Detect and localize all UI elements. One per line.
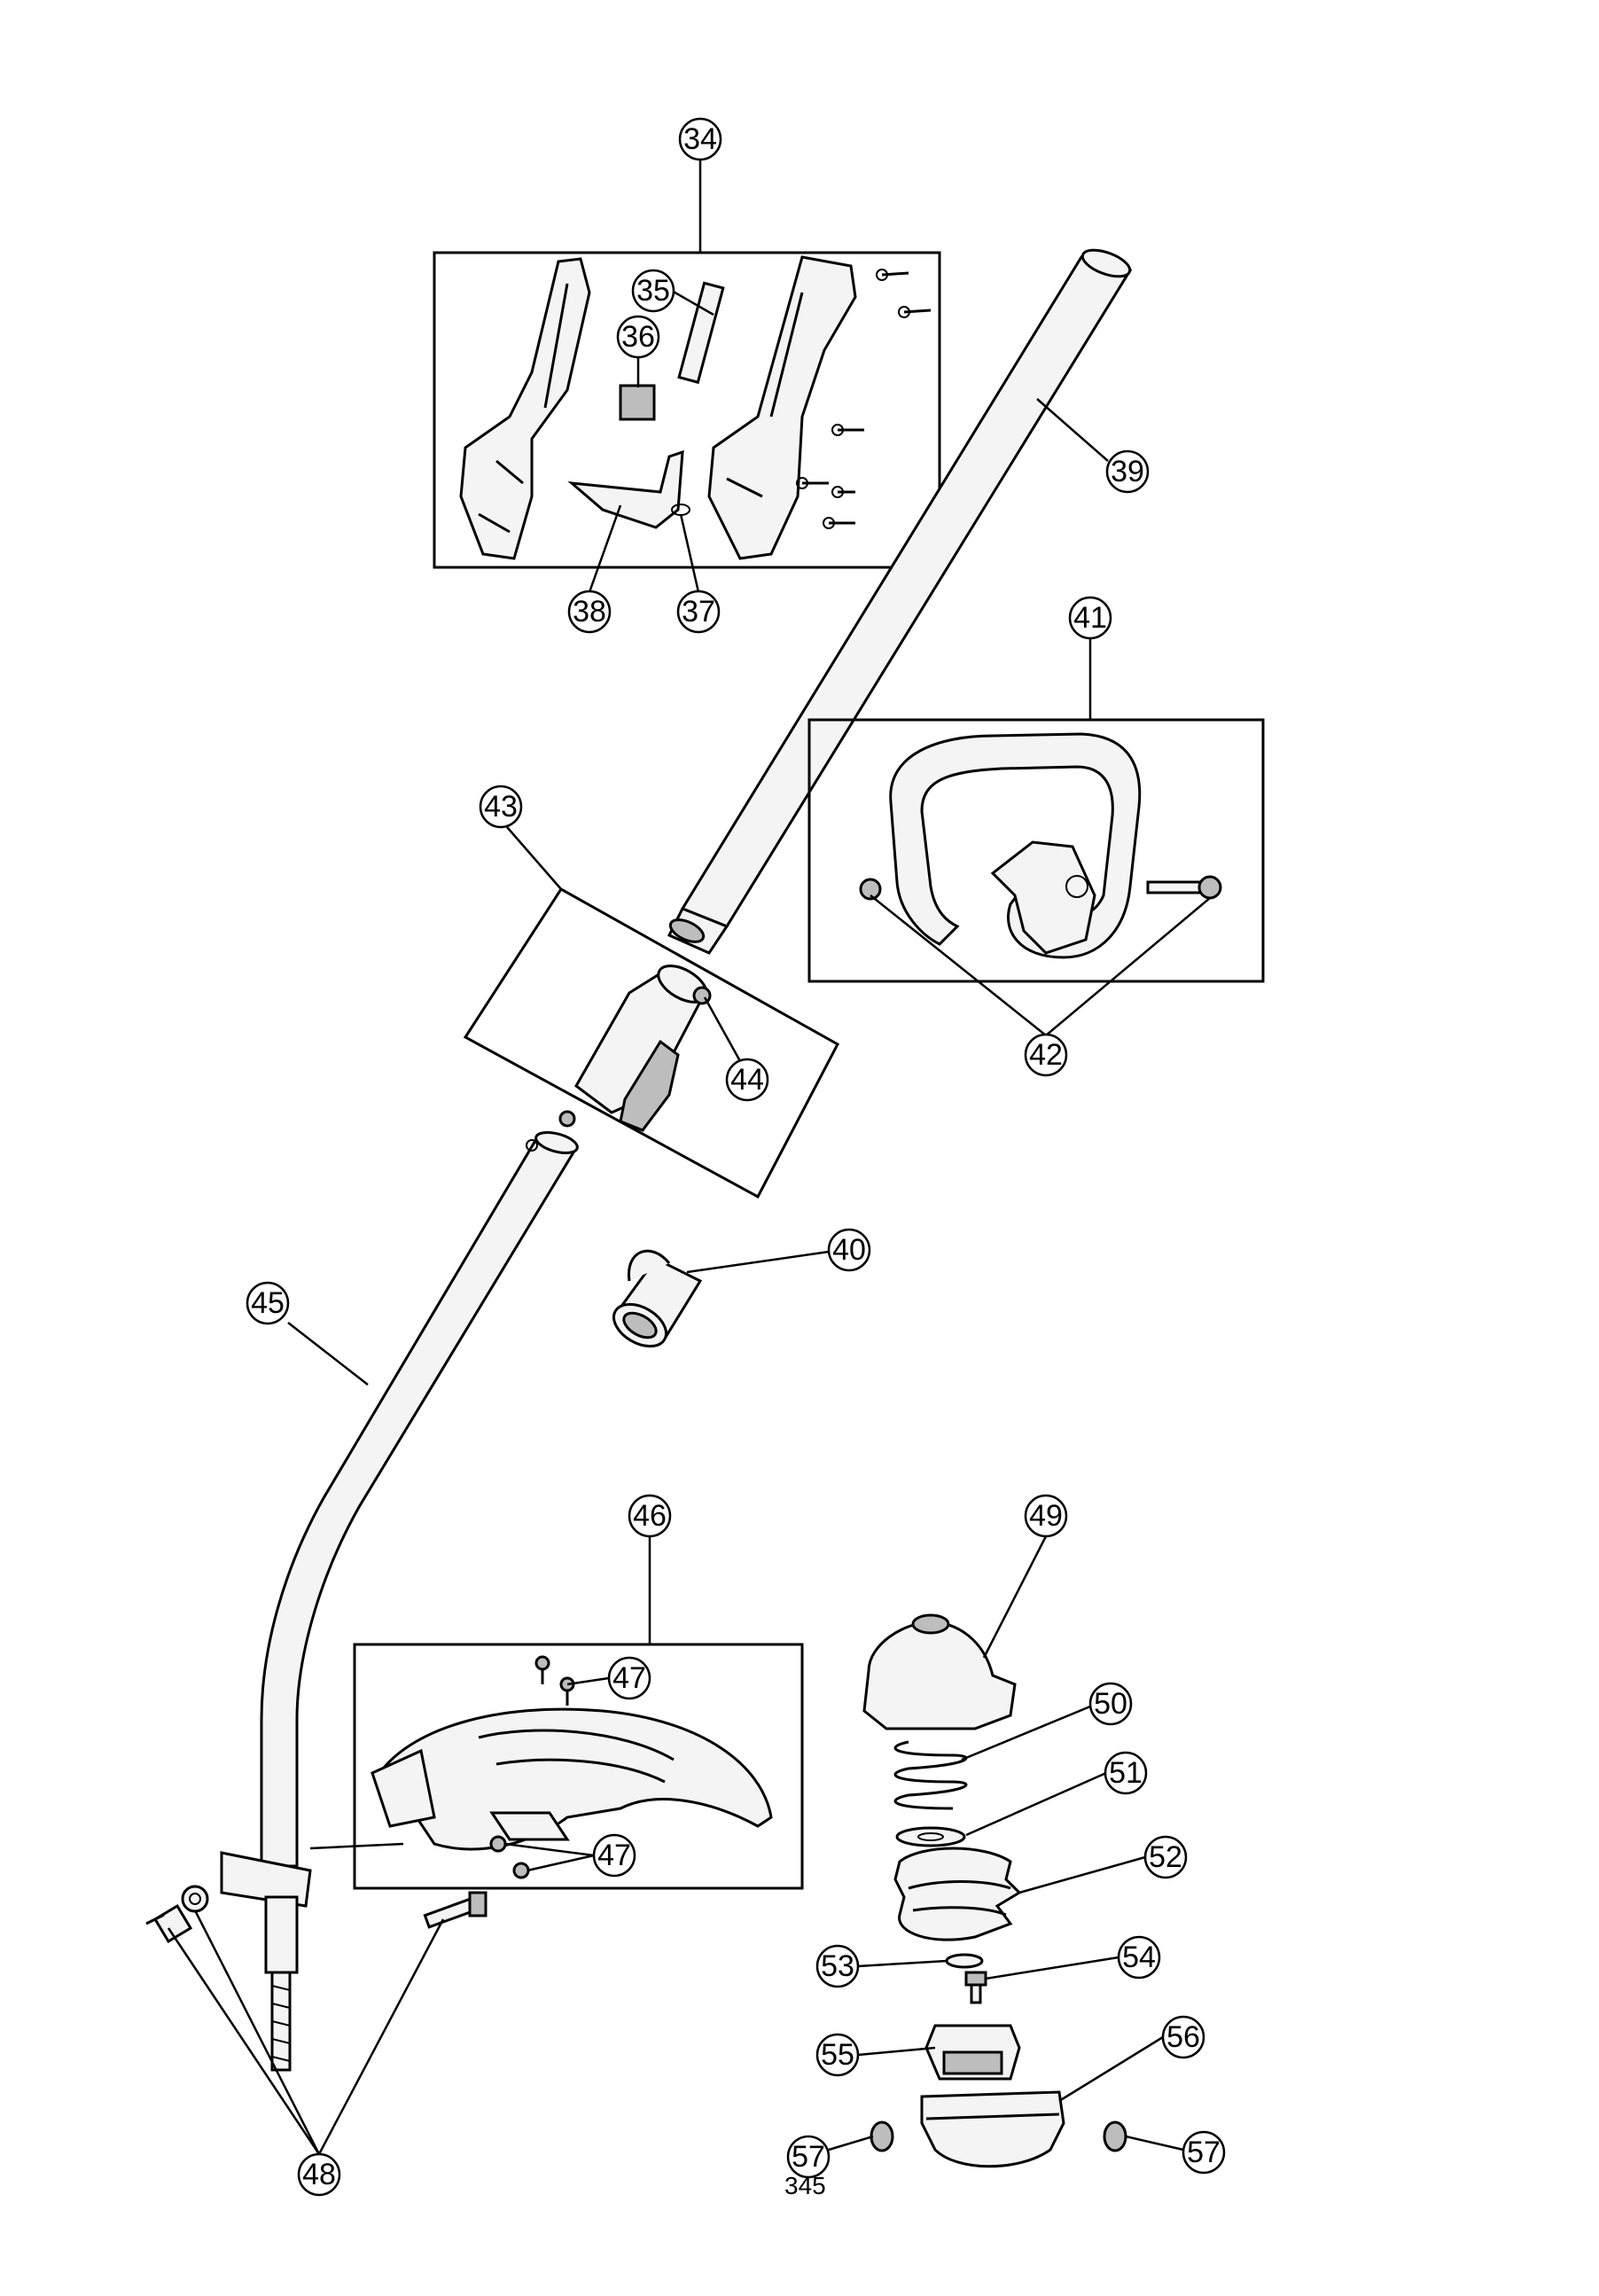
- nut-42: [859, 878, 882, 901]
- callout-label: 40: [832, 1233, 866, 1267]
- callout-45: 45: [246, 1281, 290, 1325]
- callout-42: 42: [1024, 1033, 1068, 1077]
- callout-label: 43: [484, 790, 518, 824]
- spring-50: [893, 1740, 968, 1810]
- callout-label: 54: [1122, 1941, 1156, 1974]
- handle-assembly-group: [433, 251, 941, 569]
- line-cutter-blade: [489, 1811, 570, 1841]
- callout-label: 41: [1073, 601, 1107, 635]
- callout-50: 50: [1088, 1682, 1133, 1726]
- page-mark: 345: [784, 2172, 826, 2199]
- callout-35: 35: [631, 269, 675, 313]
- callout-label: 36: [621, 320, 655, 354]
- callout-label: 52: [1149, 1840, 1182, 1874]
- callout-label: 55: [821, 2038, 854, 2072]
- callout-label: 47: [612, 1661, 646, 1695]
- guard-screws-upper: [534, 1655, 575, 1706]
- callout-label: 49: [1029, 1499, 1063, 1533]
- callout-41: 41: [1068, 596, 1112, 640]
- callout-38: 38: [567, 590, 612, 634]
- eyelet-57-right: [1103, 2120, 1127, 2152]
- group-box-41: [807, 718, 1265, 983]
- callout-label: 47: [597, 1839, 631, 1872]
- guard-nut: [489, 1835, 507, 1853]
- callout-56: 56: [1161, 2015, 1205, 2059]
- shaft-clamp: [220, 1851, 312, 1908]
- callout-43: 43: [479, 785, 523, 829]
- callout-55: 55: [815, 2033, 860, 2077]
- bolt-42: [1146, 875, 1222, 900]
- callout-53: 53: [815, 1944, 860, 1988]
- callout-label: 48: [302, 2158, 336, 2191]
- callout-46: 46: [628, 1494, 672, 1538]
- spool-52: [893, 1847, 1022, 1941]
- callout-label: 51: [1109, 1756, 1143, 1790]
- eyelet-57-left: [870, 2120, 894, 2152]
- callout-49: 49: [1024, 1494, 1068, 1538]
- callout-label: 53: [821, 1949, 854, 1983]
- coupler-group: [463, 887, 840, 1199]
- hub-49: [862, 1620, 1017, 1730]
- trigger-38: [567, 449, 684, 529]
- callout-label: 39: [1111, 455, 1144, 488]
- upper-shaft-39: [667, 248, 1133, 955]
- guard-body: [375, 1707, 773, 1851]
- callout-label: 38: [573, 595, 606, 629]
- collar-40: [612, 1249, 703, 1348]
- callout-34: 34: [678, 117, 722, 161]
- washer-53: [945, 1953, 984, 1969]
- callout-39: 39: [1105, 449, 1150, 494]
- switch-36: [619, 384, 656, 421]
- callout-label: 34: [683, 122, 717, 156]
- hardware-48: [145, 1885, 488, 1944]
- callout-47-upper: 47: [607, 1656, 651, 1700]
- callout-40: 40: [827, 1228, 871, 1272]
- callout-36: 36: [616, 315, 660, 359]
- trimmer-head: [862, 1613, 1127, 2168]
- callout-57-right: 57: [1182, 2130, 1226, 2175]
- callout-37: 37: [676, 590, 721, 634]
- assist-handle-group: [807, 718, 1265, 983]
- callout-label: 35: [636, 274, 670, 308]
- callout-label: 42: [1029, 1038, 1063, 1072]
- callout-label: 46: [633, 1499, 667, 1533]
- callout-51: 51: [1104, 1751, 1148, 1795]
- coupler-knob: [619, 1039, 680, 1132]
- guard-group: [309, 1643, 804, 1890]
- group-box-43: [463, 887, 840, 1199]
- callout-label: 50: [1094, 1687, 1127, 1721]
- washer-51: [895, 1826, 966, 1847]
- lower-shaft-45: [220, 1110, 579, 2072]
- switch-rod-35: [677, 281, 725, 385]
- bolt-54: [964, 1971, 987, 2004]
- callout-label: 57: [792, 2140, 825, 2174]
- callout-44: 44: [725, 1058, 769, 1102]
- assist-handle-loop: [889, 732, 1142, 959]
- assist-handle-clamp: [990, 840, 1096, 955]
- callout-label: 56: [1166, 2020, 1200, 2054]
- callout-54: 54: [1117, 1935, 1161, 1980]
- callout-label: 57: [1187, 2136, 1221, 2169]
- callout-48: 48: [297, 2152, 341, 2197]
- callout-52: 52: [1143, 1835, 1188, 1879]
- handle-screws: [796, 269, 932, 529]
- group-box-46: [353, 1643, 804, 1890]
- callout-57-left: 57: [786, 2135, 831, 2179]
- callout-47-lower: 47: [592, 1833, 636, 1878]
- cover-56: [920, 2090, 1065, 2168]
- callout-label: 37: [682, 595, 715, 629]
- leader-lines: [167, 160, 1211, 2155]
- handle-half-right: [707, 255, 857, 560]
- callout-label: 45: [251, 1286, 285, 1320]
- group-box-34: [433, 251, 941, 569]
- callout-label: 44: [730, 1063, 764, 1097]
